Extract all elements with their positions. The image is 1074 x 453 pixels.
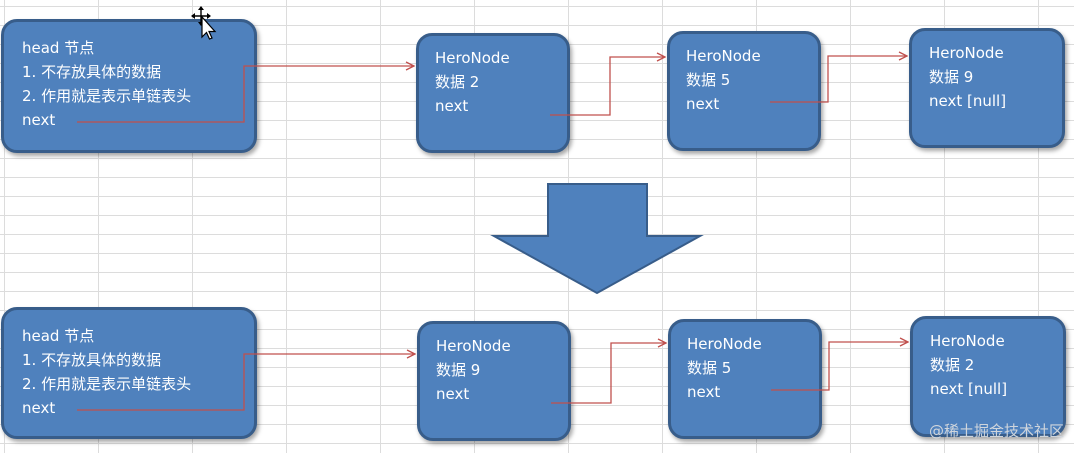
pointer-node-1-to-node-2	[551, 343, 666, 404]
hero-node-next: next	[436, 385, 470, 403]
hero-node-data: 数据 5	[686, 71, 731, 89]
head-node-next: next	[22, 399, 56, 417]
pointer-head-to-node-1	[77, 66, 414, 123]
head-node-desc-1: 1. 不存放具体的数据	[22, 63, 162, 81]
hero-node-data: 数据 9	[436, 361, 481, 379]
pointer-node-1-to-node-2	[550, 57, 665, 116]
hero-node-before-2: HeroNode 数据 5 next	[667, 31, 821, 151]
hero-node-data: 数据 2	[930, 356, 975, 374]
hero-node-next: next	[687, 383, 721, 401]
hero-node-next: next [null]	[929, 92, 1007, 110]
hero-node-data: 数据 2	[435, 73, 480, 91]
hero-node-name: HeroNode	[435, 49, 510, 67]
head-node-after: head 节点 1. 不存放具体的数据 2. 作用就是表示单链表头 next	[1, 307, 257, 439]
head-node-next: next	[22, 111, 56, 129]
hero-node-before-3: HeroNode 数据 9 next [null]	[909, 28, 1065, 148]
hero-node-after-2: HeroNode 数据 5 next	[668, 319, 822, 439]
pointer-head-to-node-1	[77, 354, 415, 411]
head-node-desc-1: 1. 不存放具体的数据	[22, 351, 162, 369]
pointer-node-2-to-node-3	[771, 342, 908, 391]
pointer-node-2-to-node-3	[770, 56, 907, 103]
hero-node-name: HeroNode	[436, 337, 511, 355]
hero-node-name: HeroNode	[929, 44, 1004, 62]
hero-node-next: next	[686, 95, 720, 113]
watermark: @稀土掘金技术社区	[928, 422, 1064, 440]
head-node-title: head 节点	[22, 327, 95, 345]
head-node-title: head 节点	[22, 39, 95, 57]
head-node-before: head 节点 1. 不存放具体的数据 2. 作用就是表示单链表头 next	[1, 19, 257, 153]
hero-node-data: 数据 5	[687, 359, 732, 377]
hero-node-name: HeroNode	[930, 332, 1005, 350]
hero-node-name: HeroNode	[687, 335, 762, 353]
hero-node-after-1: HeroNode 数据 9 next	[417, 321, 571, 441]
head-node-desc-2: 2. 作用就是表示单链表头	[22, 375, 192, 393]
reversal-arrow	[490, 183, 704, 295]
hero-node-name: HeroNode	[686, 47, 761, 65]
hero-node-before-1: HeroNode 数据 2 next	[416, 33, 570, 153]
head-node-desc-2: 2. 作用就是表示单链表头	[22, 87, 192, 105]
hero-node-next: next	[435, 97, 469, 115]
mouse-cursor-icon	[191, 6, 217, 40]
hero-node-data: 数据 9	[929, 68, 974, 86]
hero-node-next: next [null]	[930, 380, 1008, 398]
hero-node-after-3: HeroNode 数据 2 next [null]	[910, 316, 1066, 437]
